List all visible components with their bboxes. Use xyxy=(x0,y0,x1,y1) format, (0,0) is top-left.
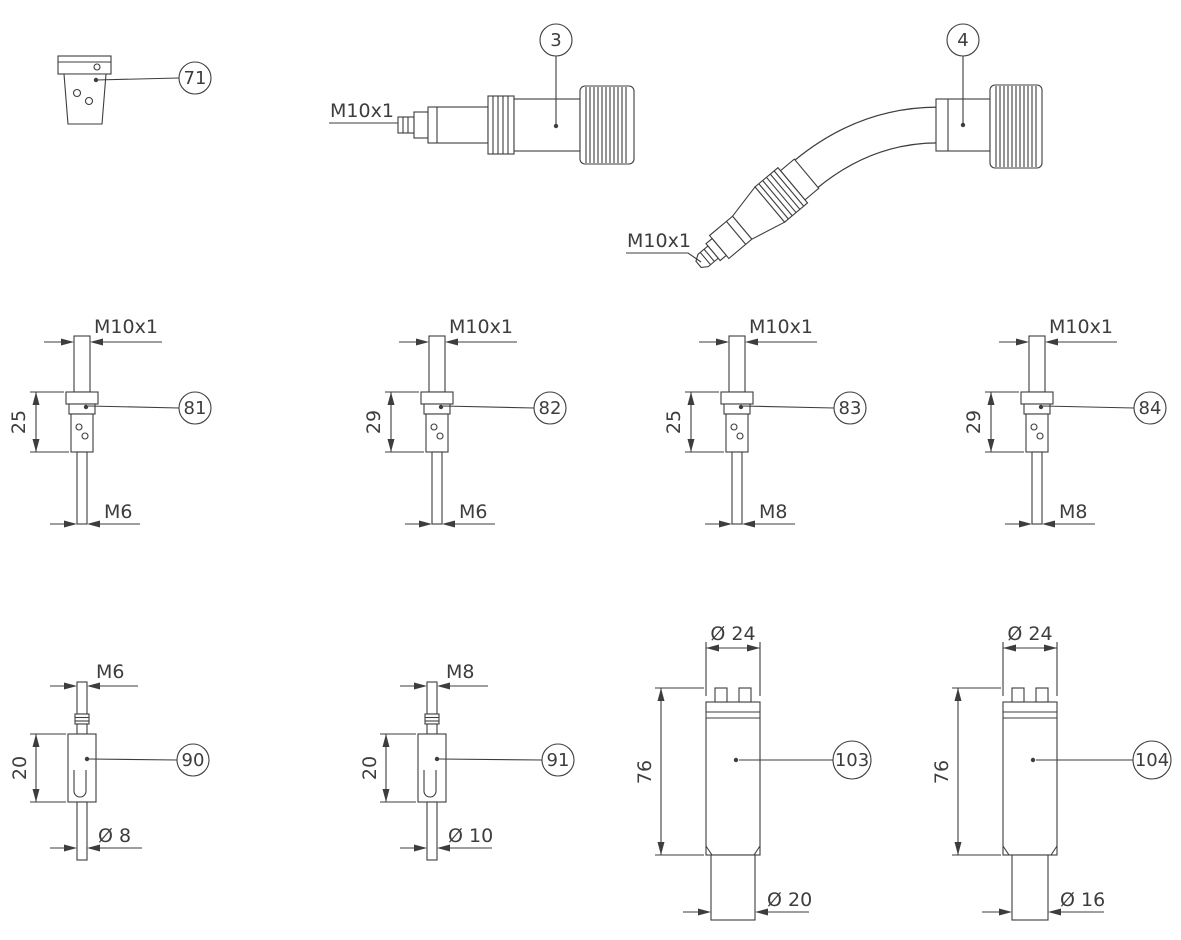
part-104-bottom-dia-label: Ø 16 xyxy=(1060,889,1105,911)
part-84-length-label: 29 xyxy=(963,410,985,434)
leader-line xyxy=(742,405,835,409)
part-84: M10x1 29 M8 84 xyxy=(963,316,1167,528)
part-82-geometry xyxy=(385,336,517,528)
part-84-top-thread-label: M10x1 xyxy=(1049,316,1113,338)
part-84-geometry xyxy=(985,336,1117,528)
balloon-90-number: 90 xyxy=(182,750,205,771)
part-83-length-label: 25 xyxy=(663,410,685,434)
part-103-length-label: 76 xyxy=(634,760,656,784)
balloon-82-number: 82 xyxy=(539,398,562,419)
bottom-shaft xyxy=(710,854,756,921)
part-104-geometry xyxy=(952,642,1057,855)
part-82-top-thread-label: M10x1 xyxy=(449,316,513,338)
part-90: M6 20 Ø 8 90 xyxy=(9,661,210,860)
leader-line xyxy=(442,405,535,409)
balloon-71: 71 xyxy=(93,61,212,95)
balloon-circle xyxy=(539,23,573,57)
part-90-top-thread-label: M6 xyxy=(96,661,124,683)
balloon-71-number: 71 xyxy=(184,68,207,89)
balloon-4-number: 4 xyxy=(957,30,968,51)
part-81-geometry xyxy=(30,336,162,528)
leader-dot xyxy=(960,122,966,128)
leader-dot xyxy=(553,123,559,129)
balloon-3-number: 3 xyxy=(550,30,561,51)
part-103: Ø 20 Ø 24 76 103 xyxy=(634,623,872,921)
body xyxy=(513,98,581,152)
label-leader xyxy=(626,252,702,263)
part-71 xyxy=(57,55,112,125)
balloon-3: 3 xyxy=(539,23,573,129)
part-103-bottom-dia-label: Ø 20 xyxy=(767,889,812,911)
part-81-length-label: 25 xyxy=(8,410,30,434)
leader-line xyxy=(438,758,543,761)
leader-line xyxy=(1042,405,1135,409)
part-81: M10x1 25 M6 81 xyxy=(8,316,212,528)
balloon-103-number: 103 xyxy=(835,750,869,771)
part-83: M10x1 25 M8 83 xyxy=(663,316,867,528)
part-81-top-thread-label: M10x1 xyxy=(94,316,158,338)
part-104-length-label: 76 xyxy=(931,760,953,784)
part-103-top-dia-label: Ø 24 xyxy=(710,623,755,645)
leader-line xyxy=(87,405,180,409)
part-82: M10x1 29 M6 82 xyxy=(363,316,567,528)
ribbed-collar xyxy=(487,95,515,155)
part-4-thread-label: M10x1 xyxy=(627,230,691,252)
balloon-circle xyxy=(178,61,212,95)
balloon-81-number: 81 xyxy=(184,398,207,419)
part-81-bottom-thread-label: M6 xyxy=(104,501,132,523)
part-82-length-label: 29 xyxy=(363,410,385,434)
balloon-circle xyxy=(541,743,575,777)
part-91-top-thread-label: M8 xyxy=(446,661,474,683)
leader-line xyxy=(88,758,178,761)
part-3: M10x1 xyxy=(329,85,635,165)
balloon-circle xyxy=(1132,740,1172,780)
part-83-top-thread-label: M10x1 xyxy=(749,316,813,338)
leader-line xyxy=(95,77,180,81)
part-91-bottom-dia-label: Ø 10 xyxy=(448,825,493,847)
part-91: M8 20 Ø 10 91 xyxy=(359,661,575,860)
balloon-104-number: 104 xyxy=(1135,750,1169,771)
part-83-bottom-thread-label: M8 xyxy=(759,501,787,523)
threaded-tip xyxy=(695,245,719,268)
part-3-thread-label: M10x1 xyxy=(330,100,394,122)
threaded-tip xyxy=(397,116,415,134)
balloon-circle xyxy=(832,740,872,780)
part-83-geometry xyxy=(685,336,817,528)
balloon-circle xyxy=(833,391,867,425)
part-90-length-label: 20 xyxy=(9,756,31,780)
part-4: M10x1 xyxy=(626,84,1043,268)
bottom-shaft xyxy=(1011,854,1049,921)
part-84-bottom-thread-label: M8 xyxy=(1059,501,1087,523)
balloon-83-number: 83 xyxy=(839,398,862,419)
leader-dot xyxy=(93,77,99,83)
part-82-bottom-thread-label: M6 xyxy=(459,501,487,523)
balloon-circle xyxy=(946,23,980,57)
balloon-circle xyxy=(533,391,567,425)
part-103-geometry xyxy=(655,642,760,855)
balloon-4: 4 xyxy=(946,23,980,128)
balloon-circle xyxy=(178,391,212,425)
part-104: Ø 16 Ø 24 76 104 xyxy=(931,623,1172,921)
balloon-91-number: 91 xyxy=(547,750,570,771)
balloon-circle xyxy=(1133,391,1167,425)
part-90-bottom-dia-label: Ø 8 xyxy=(98,825,131,847)
balloon-circle xyxy=(176,743,210,777)
part-91-length-label: 20 xyxy=(359,756,381,780)
part-104-top-dia-label: Ø 24 xyxy=(1007,623,1052,645)
balloon-84-number: 84 xyxy=(1139,398,1162,419)
